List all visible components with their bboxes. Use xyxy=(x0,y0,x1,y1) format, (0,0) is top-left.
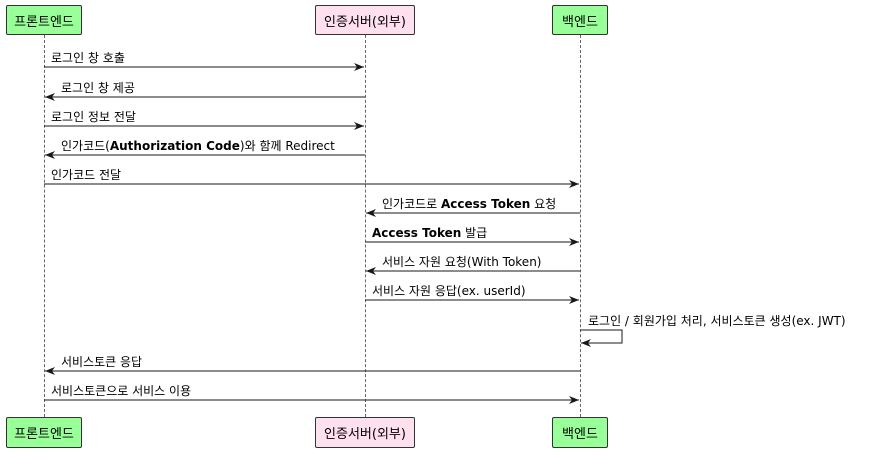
message-label: 로그인 창 제공 xyxy=(61,81,135,95)
message-label: 서비스토큰으로 서비스 이용 xyxy=(51,384,191,398)
participant-auth-top: 인증서버(외부) xyxy=(315,5,415,35)
message-label: 인가코드 전달 xyxy=(51,168,121,182)
message-label-part: )와 함께 Redirect xyxy=(239,139,335,153)
participant-be-top: 백엔드 xyxy=(552,5,608,35)
message-arrow xyxy=(45,93,365,101)
message-arrow xyxy=(44,180,579,188)
message-label: 서비스토큰 응답 xyxy=(61,355,142,369)
message-arrow xyxy=(44,63,364,71)
message-arrow xyxy=(45,367,580,375)
message-label: 로그인 창 호출 xyxy=(51,51,125,65)
message-arrow xyxy=(44,396,579,404)
message-label-part: 인가코드로 xyxy=(382,197,442,211)
message-label-part: 로그인 정보 전달 xyxy=(51,110,136,124)
message-arrow xyxy=(365,296,579,304)
message-label-part: 서비스토큰 응답 xyxy=(61,355,143,369)
message-label: 서비스 자원 요청(With Token) xyxy=(382,255,541,269)
lifeline-be xyxy=(580,35,581,417)
message-label-part: 서비스 자원 요청(With Token) xyxy=(382,255,542,269)
participant-fe-top: 프론트엔드 xyxy=(6,5,82,35)
message-label-part: 서비스토큰으로 서비스 이용 xyxy=(51,384,192,398)
message-label-part: 로그인 창 제공 xyxy=(61,81,135,95)
message-arrow xyxy=(44,122,364,130)
participant-be-bottom: 백엔드 xyxy=(552,417,608,448)
message-arrow xyxy=(365,238,579,246)
message-label-part: 로그인 창 호출 xyxy=(51,51,125,65)
message-label-part: 요청 xyxy=(530,197,557,211)
message-label: Access Token 발급 xyxy=(372,226,487,240)
lifeline-auth xyxy=(365,35,366,417)
message-label: 서비스 자원 응답(ex. userId) xyxy=(372,284,526,298)
participant-fe-bottom: 프론트엔드 xyxy=(6,417,82,448)
message-label-part: 발급 xyxy=(461,226,488,240)
message-arrow xyxy=(580,329,623,347)
message-label-part: Access Token xyxy=(372,226,462,240)
message-label-part: Access Token xyxy=(441,197,531,211)
lifeline-fe xyxy=(44,35,45,417)
message-arrow xyxy=(366,267,580,275)
message-label-part: 로그인 / 회원가입 처리, 서비스토큰 생성(ex. JWT) xyxy=(588,314,846,328)
message-arrow xyxy=(366,209,580,217)
message-label-part: 인가코드 전달 xyxy=(51,168,122,182)
message-label: 인가코드(Authorization Code)와 함께 Redirect xyxy=(61,139,335,153)
message-arrow xyxy=(45,151,365,159)
message-label-part: 서비스 자원 응답(ex. userId) xyxy=(372,284,526,298)
message-label-part: Authorization Code xyxy=(109,139,240,153)
participant-auth-bottom: 인증서버(외부) xyxy=(315,417,415,448)
message-label: 로그인 / 회원가입 처리, 서비스토큰 생성(ex. JWT) xyxy=(588,314,846,328)
message-label-part: 인가코드( xyxy=(61,139,110,153)
message-label: 인가코드로 Access Token 요청 xyxy=(382,197,556,211)
message-label: 로그인 정보 전달 xyxy=(51,110,136,124)
